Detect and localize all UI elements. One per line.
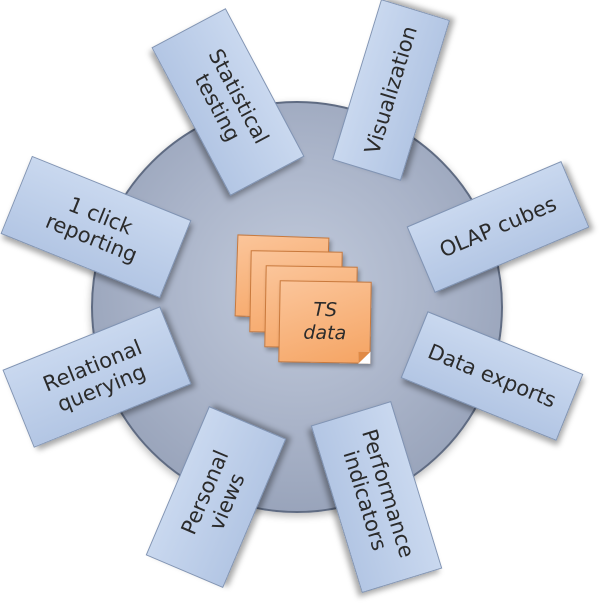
center-label: TS data	[303, 298, 347, 345]
center-note-ts-data: TS data	[278, 280, 372, 364]
